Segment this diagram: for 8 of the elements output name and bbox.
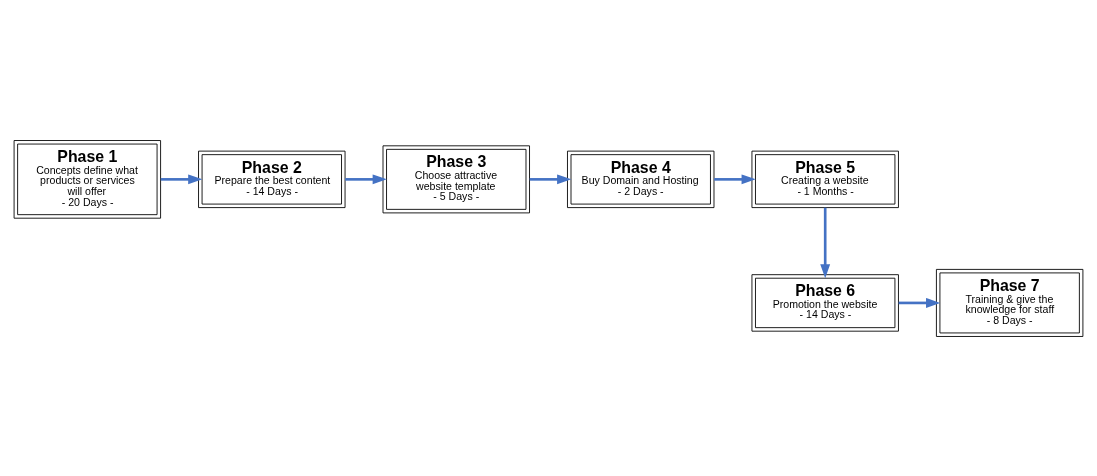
node-box: Phase 1 Concepts define what products or services will offer - 20 Days - — [13, 139, 162, 219]
arrow — [160, 173, 203, 184]
node-box: Phase 7 Training & give the knowledge for staff - 8 Days - — [935, 268, 1084, 337]
arrow — [898, 297, 941, 308]
arrow — [820, 207, 831, 278]
arrow — [345, 173, 387, 184]
arrow — [714, 173, 756, 184]
arrow — [529, 173, 572, 184]
